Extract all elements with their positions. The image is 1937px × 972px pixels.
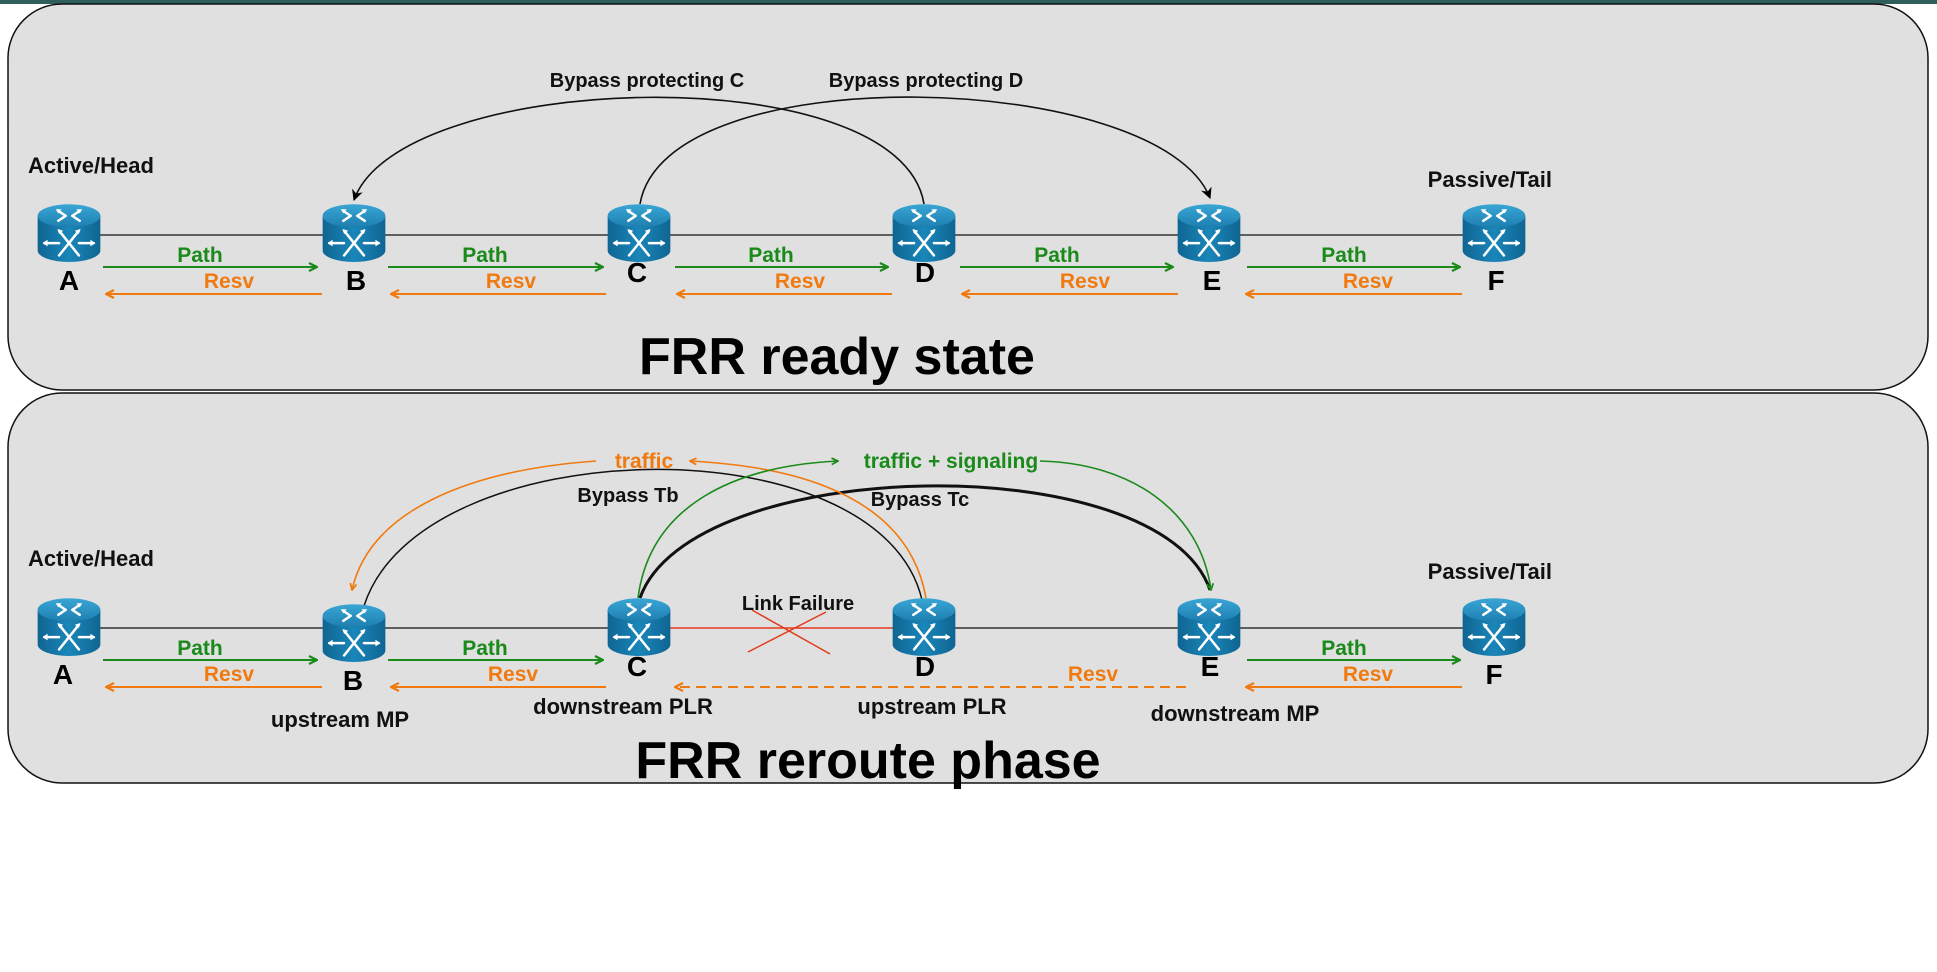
node-f-label: F [1487, 265, 1504, 296]
router-a-bottom-icon [36, 597, 102, 658]
signaling-arrow-curve-a [637, 461, 838, 599]
active-head-bottom-label: Active/Head [28, 546, 154, 571]
signaling-arrow-curve-b [1039, 460, 1211, 590]
reroute-phase-panel [7, 392, 1929, 784]
node-d-label: D [915, 257, 935, 288]
bypass-protecting-d-curve [639, 96, 1212, 205]
node-e-bottom-label: E [1201, 651, 1220, 682]
traffic-label: traffic [615, 450, 674, 473]
bypass-tc-curve [638, 484, 1212, 599]
link-failure-cross [747, 609, 831, 655]
traffic-arrow-curve-b [352, 460, 597, 590]
active-head-label: Active/Head [28, 153, 154, 178]
bypass-tc-label: Bypass Tc [871, 489, 970, 511]
path-label-bc: Path [462, 244, 508, 267]
resv-label-de: Resv [1060, 270, 1111, 293]
node-d-bottom-label: D [915, 651, 935, 682]
router-f-icon [1461, 203, 1527, 264]
title-bar-strip [0, 0, 1937, 4]
bypass-protecting-c-curve [352, 96, 925, 205]
bypass-tb-curve [363, 468, 923, 607]
ready-state-title: FRR ready state [639, 328, 1035, 386]
path-label-ab-bottom: Path [177, 637, 223, 660]
resv-label-cd: Resv [775, 270, 826, 293]
resv-label-de-bottom: Resv [1068, 663, 1119, 686]
node-a-bottom-label: A [53, 659, 73, 690]
downstream-plr-label: downstream PLR [533, 694, 713, 719]
path-label-ef-bottom: Path [1321, 637, 1367, 660]
downstream-mp-label: downstream MP [1151, 701, 1320, 726]
router-c-icon [606, 203, 672, 264]
bypass-tb-label: Bypass Tb [577, 485, 678, 507]
node-c-label: C [627, 257, 647, 288]
bypass-protecting-d-label: Bypass protecting D [829, 70, 1023, 92]
upstream-mp-label: upstream MP [271, 707, 409, 732]
path-label-ab: Path [177, 244, 223, 267]
router-e-bottom-icon [1176, 597, 1242, 658]
router-a-icon [36, 203, 102, 264]
router-b-bottom-icon [321, 603, 387, 664]
resv-label-ef: Resv [1343, 270, 1394, 293]
traffic-signaling-label: traffic + signaling [864, 450, 1038, 473]
resv-label-bc-bottom: Resv [488, 663, 539, 686]
router-f-bottom-icon [1461, 597, 1527, 658]
resv-label-ab: Resv [204, 270, 255, 293]
resv-label-ab-bottom: Resv [204, 663, 255, 686]
node-c-bottom-label: C [627, 651, 647, 682]
passive-tail-bottom-label: Passive/Tail [1428, 559, 1552, 584]
node-a-label: A [59, 265, 79, 296]
router-d-icon [891, 203, 957, 264]
router-e-icon [1176, 203, 1242, 264]
router-d-bottom-icon [891, 597, 957, 658]
node-f-bottom-label: F [1485, 659, 1502, 690]
node-b-bottom-label: B [343, 665, 363, 696]
passive-tail-label: Passive/Tail [1428, 167, 1552, 192]
node-b-label: B [346, 265, 366, 296]
traffic-arrow-curve [690, 461, 927, 599]
path-label-ef: Path [1321, 244, 1367, 267]
router-c-bottom-icon [606, 597, 672, 658]
router-b-icon [321, 203, 387, 264]
upstream-plr-label: upstream PLR [857, 694, 1006, 719]
resv-label-bc: Resv [486, 270, 537, 293]
path-label-bc-bottom: Path [462, 637, 508, 660]
node-e-label: E [1203, 265, 1222, 296]
bypass-protecting-c-label: Bypass protecting C [550, 70, 744, 92]
reroute-phase-title: FRR reroute phase [635, 732, 1100, 790]
path-label-de: Path [1034, 244, 1080, 267]
path-label-cd: Path [748, 244, 794, 267]
link-failure-label: Link Failure [742, 593, 854, 615]
resv-label-ef-bottom: Resv [1343, 663, 1394, 686]
